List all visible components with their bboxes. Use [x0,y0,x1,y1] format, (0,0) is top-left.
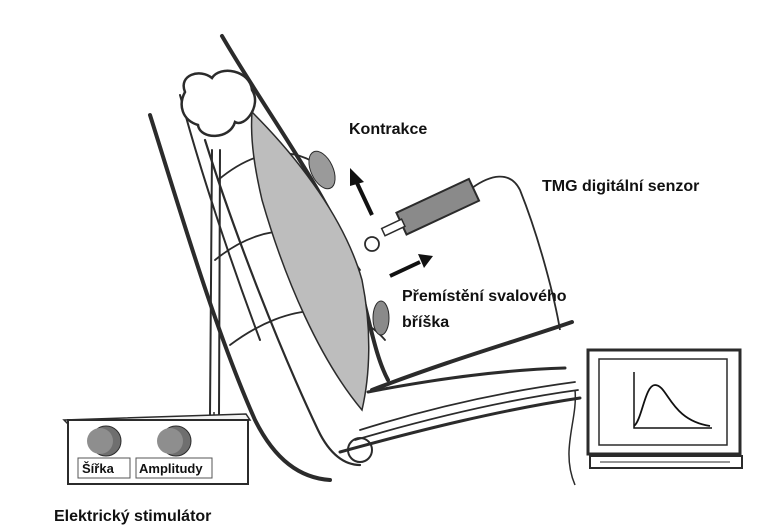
label-contraction: Kontrakce [349,121,427,138]
monitor [568,348,743,486]
amplitude-label-box [135,457,213,479]
monitor-cable [568,389,577,486]
shin-inner-2 [354,389,579,441]
label-stimulator: Elektrický stimulátor [54,508,211,525]
shin-inner-1 [359,381,576,431]
hip-joint [180,69,257,138]
label-sensor: TMG digitální senzor [542,178,699,195]
knee-line [179,94,261,341]
muscle-nodule-upper [308,150,336,190]
thigh-outer-outline [148,113,332,482]
sensor-cable [471,175,561,331]
monitor-screen [598,358,728,446]
sensor-contact [364,236,380,252]
tmg-sensor [364,175,561,331]
label-displacement-line1: Přemístění svalového [402,288,567,305]
sensor-body [395,177,481,236]
contraction-arrow [350,168,374,216]
muscle-belly [250,110,370,412]
label-displacement-line2: bříška [402,314,449,331]
sensor-tip [380,218,406,237]
shin-top [366,366,567,394]
monitor-axes [633,372,712,429]
electric-stimulator: Šířka Amplitudy [62,412,252,485]
muscle-nodule-lower [372,300,390,336]
knee-joint [347,437,373,463]
displacement-arrow [389,254,433,278]
tmg-signal-curve [633,384,711,427]
width-label-box [77,457,131,479]
amplitude-label: Amplitudy [139,461,203,476]
support-pole [209,149,221,416]
surface-line [370,320,574,392]
thigh-inner-line [203,138,362,467]
width-label: Šířka [82,461,115,476]
